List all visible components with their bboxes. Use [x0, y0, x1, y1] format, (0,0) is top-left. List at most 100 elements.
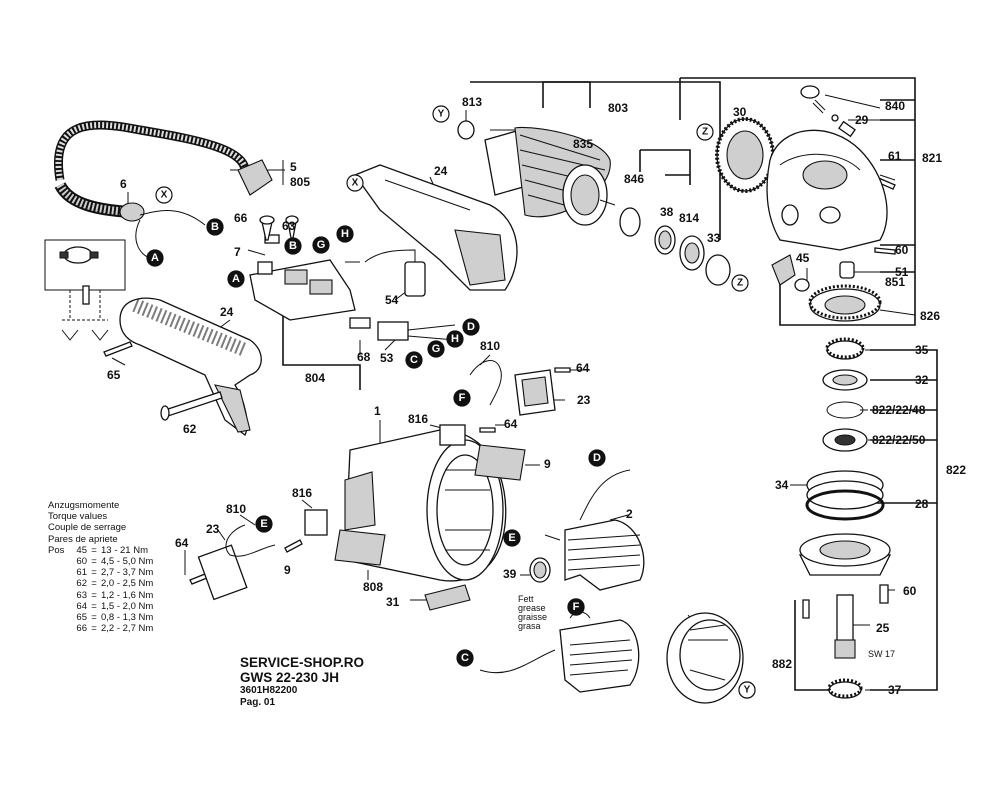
callout-letter: F [459, 392, 466, 404]
callout-letter: D [593, 452, 601, 464]
part-number-label: 7 [234, 245, 241, 259]
torque-pos: 60 [76, 556, 87, 568]
callout-markers: YXZZYXBABGHADHGCFFDEEFCY [146, 105, 756, 699]
callout-letter: C [461, 652, 469, 664]
part-number-label: 30 [733, 105, 747, 119]
torque-row: 63=1,2 - 1,6 Nm [48, 590, 161, 601]
wiring-schematic [44, 239, 126, 341]
part-number-label: 65 [107, 368, 121, 382]
torque-eq: = [91, 567, 97, 579]
callout-circle [432, 105, 450, 123]
screws [103, 169, 896, 604]
torque-eq: = [91, 589, 97, 601]
part-number-label: 882 [772, 657, 792, 671]
callout-circle [206, 218, 224, 236]
part-number-label: 39 [503, 567, 517, 581]
callout-letter: Y [438, 109, 445, 120]
torque-value: 2,0 - 2,5 Nm [101, 578, 154, 590]
callout-letter: E [508, 532, 515, 544]
part-number-label: 821 [922, 151, 942, 165]
callout-letter: G [317, 239, 326, 251]
part-number-label: 813 [462, 95, 482, 109]
part-number-label: 53 [380, 351, 394, 365]
part-number-label: 826 [920, 309, 940, 323]
label-plates [334, 444, 526, 611]
part-number-label: 60 [895, 243, 909, 257]
torque-value: 1,2 - 1,6 Nm [101, 589, 154, 601]
part-number-label: 803 [608, 101, 628, 115]
callout-letter: A [151, 252, 159, 264]
part-number-label: 61 [888, 149, 902, 163]
callout-circle [588, 449, 606, 467]
part-number-label: 810 [226, 502, 246, 516]
fan-cover [666, 612, 744, 704]
callout-circle [227, 270, 245, 288]
power-cable [54, 120, 273, 259]
small-parts [800, 85, 856, 279]
part-number-label: 840 [885, 99, 905, 113]
part-number-label: 816 [292, 486, 312, 500]
callout-circle [284, 237, 302, 255]
torque-heading-es: Pares de apriete [48, 533, 118, 545]
part-number-label: 64 [504, 417, 518, 431]
torque-row: 62=2,0 - 2,5 Nm [48, 578, 161, 589]
torque-value: 1,5 - 2,0 Nm [101, 600, 154, 612]
part-number-label: 29 [855, 113, 869, 127]
callout-letter: D [467, 321, 475, 333]
callout-circle [336, 225, 354, 243]
part-number-label: 33 [707, 231, 721, 245]
torque-value: 13 - 21 Nm [101, 544, 148, 556]
part-number-label: 9 [284, 563, 291, 577]
callout-letter: E [260, 518, 267, 530]
torque-value: 2,7 - 3,7 Nm [101, 567, 154, 579]
torque-pos: 64 [76, 600, 87, 612]
part-number-label: 37 [888, 683, 902, 697]
part-number-label: 45 [796, 251, 810, 265]
bearing-rings [619, 207, 731, 286]
callout-letter: X [161, 190, 168, 201]
callout-letter: F [573, 601, 580, 613]
torque-row: 60=4,5 - 5,0 Nm [48, 556, 161, 567]
part-number-label: 1 [374, 404, 381, 418]
part-number-label: 822/22/50 [872, 433, 926, 447]
part-number-label: 25 [876, 621, 890, 635]
part-number-label: 822/22/48 [872, 403, 926, 417]
part-number-label: 814 [679, 211, 699, 225]
torque-pos-header: Pos [48, 544, 65, 556]
callout-circle [456, 649, 474, 667]
callout-circle [427, 340, 445, 358]
torque-value: 2,2 - 2,7 Nm [101, 623, 154, 635]
torque-eq: = [91, 600, 97, 612]
torque-row: 61=2,7 - 3,7 Nm [48, 567, 161, 578]
callout-circle [731, 274, 749, 292]
page-number: Pag. 01 [240, 697, 276, 708]
part-number-label: 24 [220, 305, 234, 319]
part-number-label: 64 [175, 536, 189, 550]
part-number-label: 28 [915, 497, 929, 511]
torque-value: 0,8 - 1,3 Nm [101, 612, 154, 624]
part-number: 3601H82200 [240, 685, 298, 696]
callout-circle [453, 389, 471, 407]
callout-letter: C [410, 354, 418, 366]
callout-letter: H [451, 333, 459, 345]
part-number-label: 34 [775, 478, 789, 492]
callout-circle [312, 236, 330, 254]
part-number-label: 6 [120, 177, 127, 191]
part-number-label: 24 [434, 164, 448, 178]
callout-letter: B [289, 240, 297, 252]
bracket-lines [282, 77, 938, 691]
callout-circle [696, 123, 714, 141]
callout-circle [255, 515, 273, 533]
part-number-label: 804 [305, 371, 325, 385]
callout-letter: B [211, 221, 219, 233]
torque-row: 64 = 1,5 - 2,0 Nm [48, 601, 161, 612]
torque-eq: = [91, 623, 97, 635]
callout-letter: A [232, 273, 240, 285]
field-coil [479, 469, 645, 693]
callout-circle [567, 598, 585, 616]
callout-circle [446, 330, 464, 348]
torque-values-table: Anzugsmomente Torque values Couple de se… [48, 500, 161, 634]
armature [457, 120, 616, 226]
